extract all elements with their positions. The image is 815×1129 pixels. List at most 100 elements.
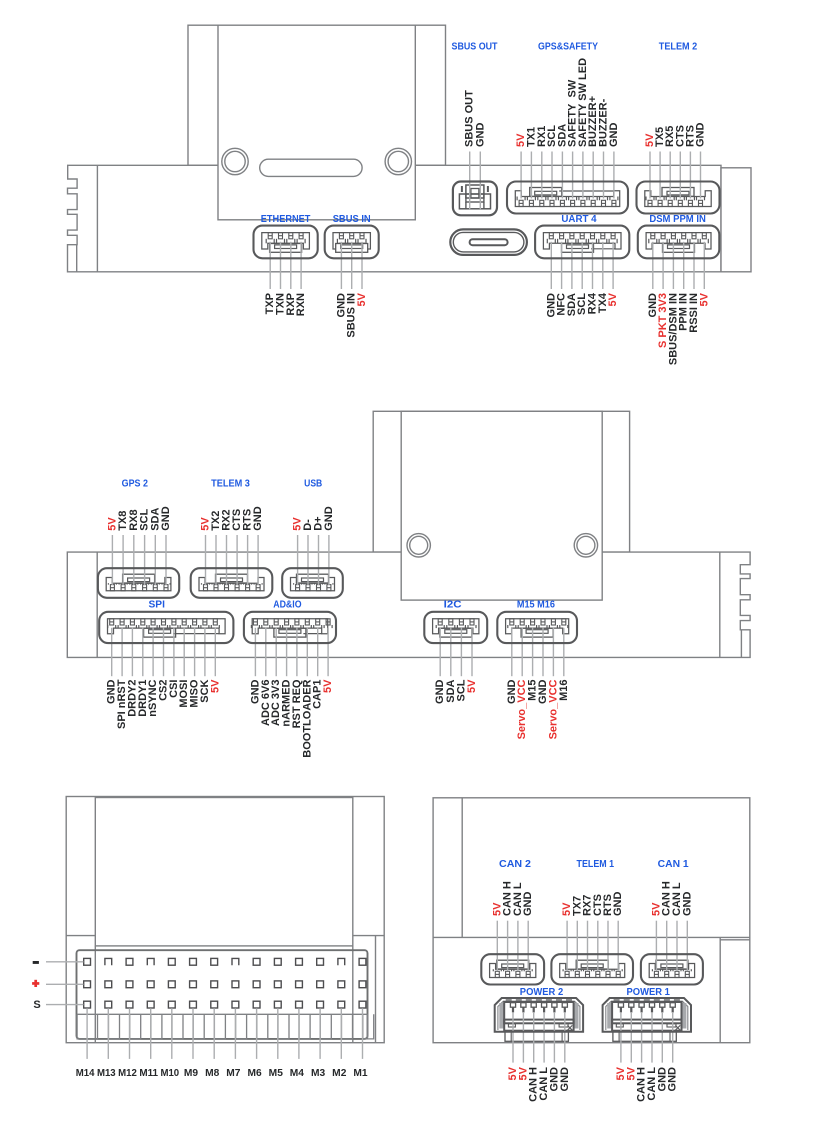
svg-text:5V: 5V bbox=[650, 902, 662, 916]
svg-text:SDA: SDA bbox=[445, 679, 457, 702]
svg-text:BUZZER+: BUZZER+ bbox=[587, 96, 599, 147]
svg-text:5V: 5V bbox=[607, 292, 619, 306]
svg-text:M8: M8 bbox=[205, 1068, 220, 1079]
svg-text:SDA: SDA bbox=[149, 508, 161, 531]
svg-text:M5: M5 bbox=[269, 1068, 284, 1079]
svg-text:GND: GND bbox=[548, 1067, 560, 1092]
svg-text:GND: GND bbox=[106, 679, 118, 704]
svg-text:RX2: RX2 bbox=[221, 509, 233, 530]
svg-text:GPS&SAFETY: GPS&SAFETY bbox=[538, 41, 598, 52]
svg-text:5V: 5V bbox=[292, 517, 304, 531]
svg-text:SBUS/DSM IN: SBUS/DSM IN bbox=[667, 293, 679, 365]
svg-text:M9: M9 bbox=[184, 1068, 199, 1079]
svg-text:GND: GND bbox=[474, 123, 486, 148]
svg-text:GND: GND bbox=[160, 506, 172, 531]
svg-text:M1: M1 bbox=[353, 1068, 368, 1079]
svg-text:GND: GND bbox=[656, 1067, 668, 1092]
svg-text:S PKT 3V3: S PKT 3V3 bbox=[657, 293, 669, 348]
svg-text:GND: GND bbox=[335, 293, 347, 318]
svg-text:M6: M6 bbox=[248, 1068, 263, 1079]
svg-text:CAN H: CAN H bbox=[636, 1067, 648, 1102]
svg-text:DRDY1: DRDY1 bbox=[137, 680, 149, 717]
svg-text:DSM PPM IN: DSM PPM IN bbox=[649, 214, 706, 225]
svg-text:5V: 5V bbox=[356, 292, 368, 306]
svg-text:CTS: CTS bbox=[674, 125, 686, 147]
svg-text:Servo_VCC: Servo_VCC bbox=[547, 679, 559, 739]
svg-text:SPI: SPI bbox=[149, 599, 166, 610]
svg-text:CAN H: CAN H bbox=[661, 881, 673, 916]
svg-text:GND: GND bbox=[434, 679, 446, 704]
svg-text:5V: 5V bbox=[209, 679, 221, 693]
svg-text:5V: 5V bbox=[561, 902, 573, 916]
svg-text:5V: 5V bbox=[507, 1066, 519, 1080]
svg-text:TX4: TX4 bbox=[597, 292, 609, 313]
svg-text:M3: M3 bbox=[311, 1068, 326, 1079]
svg-text:SBUS IN: SBUS IN bbox=[346, 293, 358, 338]
svg-text:CTS: CTS bbox=[231, 509, 243, 531]
svg-text:ADC 6V6: ADC 6V6 bbox=[260, 680, 272, 726]
svg-text:5V: 5V bbox=[698, 292, 710, 306]
svg-text:TX8: TX8 bbox=[117, 511, 129, 531]
svg-text:SAFETY SW LED: SAFETY SW LED bbox=[577, 58, 589, 147]
svg-text:5V: 5V bbox=[625, 1066, 637, 1080]
svg-text:RX5: RX5 bbox=[664, 126, 676, 147]
svg-text:Servo_VCC: Servo_VCC bbox=[516, 679, 528, 739]
svg-text:DRDY2: DRDY2 bbox=[126, 680, 138, 717]
svg-text:TX1: TX1 bbox=[525, 127, 537, 147]
svg-text:M14: M14 bbox=[76, 1068, 95, 1079]
svg-text:RXP: RXP bbox=[285, 293, 297, 316]
svg-text:CAN L: CAN L bbox=[671, 882, 683, 916]
svg-text:CAN L: CAN L bbox=[512, 882, 524, 916]
svg-text:POWER 2: POWER 2 bbox=[520, 987, 564, 998]
svg-text:RST REQ: RST REQ bbox=[291, 679, 303, 728]
svg-text:M2: M2 bbox=[332, 1068, 347, 1079]
svg-text:BOOTLOADER: BOOTLOADER bbox=[301, 679, 313, 757]
svg-text:5V: 5V bbox=[491, 902, 503, 916]
svg-text:nSYNC: nSYNC bbox=[147, 679, 159, 716]
svg-text:UART 4: UART 4 bbox=[561, 214, 597, 225]
svg-text:CAN H: CAN H bbox=[502, 881, 514, 916]
svg-text:M4: M4 bbox=[290, 1068, 305, 1079]
svg-text:CTS: CTS bbox=[592, 894, 604, 916]
svg-text:M10: M10 bbox=[160, 1068, 179, 1079]
svg-text:MISO: MISO bbox=[189, 679, 201, 708]
svg-text:SCL: SCL bbox=[546, 125, 558, 147]
svg-text:SBUS OUT: SBUS OUT bbox=[452, 41, 498, 52]
svg-text:GND: GND bbox=[695, 123, 707, 148]
svg-text:RSSI IN: RSSI IN bbox=[688, 293, 700, 333]
svg-text:RX1: RX1 bbox=[536, 126, 548, 147]
svg-text:M11: M11 bbox=[139, 1068, 158, 1079]
svg-text:SBUS IN: SBUS IN bbox=[333, 214, 371, 225]
svg-text:GND: GND bbox=[252, 506, 264, 531]
svg-text:SCK: SCK bbox=[199, 679, 211, 702]
svg-text:TX7: TX7 bbox=[571, 896, 583, 916]
svg-text:5V: 5V bbox=[466, 679, 478, 693]
svg-text:RX8: RX8 bbox=[128, 509, 140, 530]
svg-text:GPS 2: GPS 2 bbox=[122, 478, 149, 489]
svg-text:GND: GND bbox=[323, 506, 335, 531]
svg-text:GND: GND bbox=[249, 679, 261, 704]
svg-text:CSI: CSI bbox=[168, 680, 180, 698]
svg-text:SPI nRST: SPI nRST bbox=[116, 679, 128, 729]
svg-text:TXP: TXP bbox=[264, 293, 276, 314]
svg-text:SCL: SCL bbox=[139, 509, 151, 531]
svg-text:5V: 5V bbox=[615, 1066, 627, 1080]
svg-text:M7: M7 bbox=[226, 1068, 241, 1079]
svg-text:GND: GND bbox=[537, 679, 549, 704]
svg-text:D-: D- bbox=[302, 519, 314, 531]
svg-text:D+: D+ bbox=[313, 516, 325, 530]
svg-text:M16: M16 bbox=[558, 680, 570, 701]
svg-text:GND: GND bbox=[667, 1067, 679, 1092]
svg-text:RX4: RX4 bbox=[587, 292, 599, 314]
svg-text:5V: 5V bbox=[517, 1066, 529, 1080]
svg-text:M13: M13 bbox=[97, 1068, 116, 1079]
svg-text:TELEM 3: TELEM 3 bbox=[211, 478, 250, 489]
svg-text:SDA: SDA bbox=[556, 124, 568, 147]
svg-text:RX7: RX7 bbox=[582, 895, 594, 916]
svg-text:SCL: SCL bbox=[576, 293, 588, 315]
svg-text:I2C: I2C bbox=[444, 599, 462, 610]
svg-text:S: S bbox=[33, 999, 40, 1011]
svg-text:GND: GND bbox=[612, 892, 624, 917]
svg-text:5V: 5V bbox=[106, 517, 118, 531]
svg-text:5V: 5V bbox=[644, 133, 656, 147]
